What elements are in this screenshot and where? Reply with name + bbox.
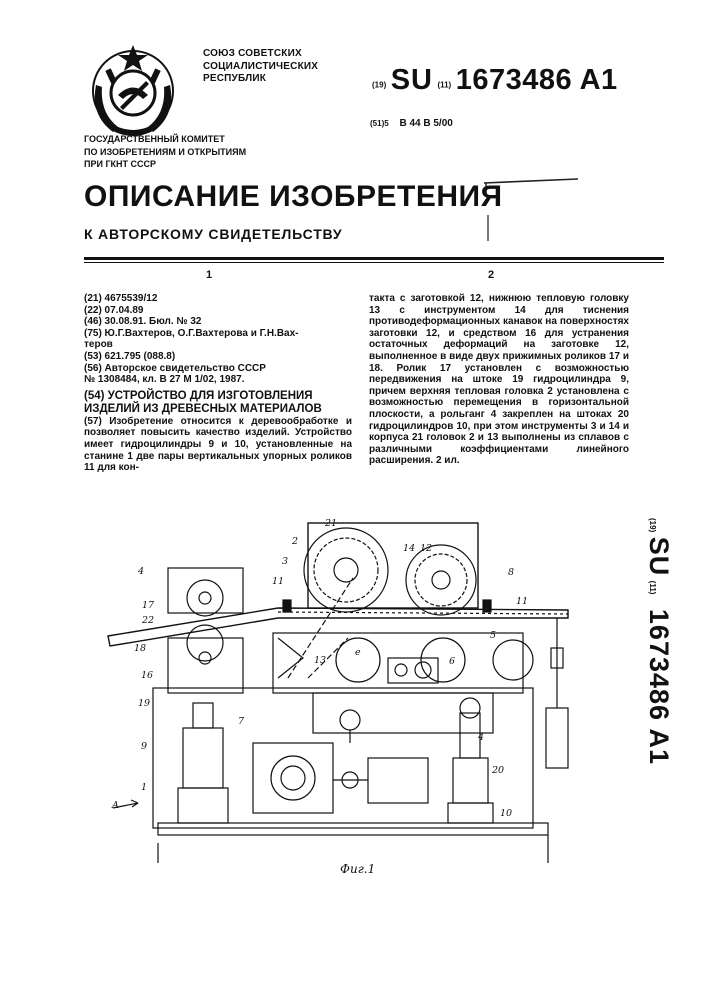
- biblio-udc: (53) 621.795 (088.8): [84, 351, 354, 363]
- figure-label: 2: [292, 536, 298, 547]
- union-name-line: РЕСПУБЛИК: [203, 73, 318, 86]
- figure-label: 6: [449, 656, 455, 667]
- figure-label: 8: [508, 567, 514, 578]
- figure-label: 11: [516, 596, 528, 607]
- patent-number: 1673486 A1: [644, 609, 674, 765]
- figure-label: e: [355, 647, 361, 658]
- figure-label: 4: [138, 566, 144, 577]
- invention-title: (54) УСТРОЙСТВО ДЛЯ ИЗГОТОВЛЕНИЯ: [84, 390, 354, 403]
- figure-label: 4: [478, 732, 484, 743]
- figure-label: 22: [142, 615, 154, 626]
- document-subtitle: К АВТОРСКОМУ СВИДЕТЕЛЬСТВУ: [84, 226, 342, 242]
- ipc-classification: (51)5 B 44 B 5/00: [370, 118, 453, 129]
- union-name-line: СОЦИАЛИСТИЧЕСКИХ: [203, 61, 318, 74]
- figure-label: 12: [420, 543, 432, 554]
- figure-label: 9: [141, 741, 147, 752]
- bibliographic-data: (21) 4675539/12 (22) 07.04.89 (46) 30.08…: [84, 293, 354, 474]
- figure-label: 10: [500, 808, 512, 819]
- biblio-inventors-cont: теров: [84, 339, 354, 351]
- device-drawing: [98, 518, 618, 878]
- abstract-col1: (57) Изобретение относится к деревообраб…: [84, 416, 352, 474]
- committee-line: ГОСУДАРСТВЕННЫЙ КОМИТЕТ: [84, 133, 246, 146]
- figure-label: 11: [272, 576, 284, 587]
- figure-label: 18: [134, 643, 146, 654]
- figure-label: 21: [325, 518, 337, 529]
- patent-number: 1673486 A1: [456, 64, 618, 96]
- biblio-publication-date: (46) 30.08.91. Бюл. № 32: [84, 316, 354, 328]
- country-code: SU: [391, 64, 433, 96]
- inid-code: (19): [372, 80, 386, 89]
- figure-label: 7: [238, 716, 244, 727]
- column-number-1: 1: [206, 269, 212, 281]
- figure-label: 16: [141, 670, 153, 681]
- biblio-references: (56) Авторское свидетельство СССР: [84, 363, 354, 375]
- figure-label: 3: [282, 556, 288, 567]
- figure-caption: Фиг.1: [340, 862, 375, 876]
- invention-title-cont: ИЗДЕЛИЙ ИЗ ДРЕВЕСНЫХ МАТЕРИАЛОВ: [84, 403, 354, 416]
- inid-code: (11): [437, 80, 451, 89]
- figure-label: 5: [490, 630, 496, 641]
- biblio-references-cont: № 1308484, кл. В 27 М 1/02, 1987.: [84, 374, 354, 386]
- patent-number-header: (19) SU (11) 1673486 A1: [372, 64, 618, 97]
- header-rule: [84, 257, 664, 265]
- abstract-col2: такта с заготовкой 12, нижнюю тепловую г…: [369, 293, 629, 467]
- committee-name: ГОСУДАРСТВЕННЫЙ КОМИТЕТ ПО ИЗОБРЕТЕНИЯМ …: [84, 133, 246, 171]
- biblio-filing-date: (22) 07.04.89: [84, 305, 354, 317]
- document-title: ОПИСАНИЕ ИЗОБРЕТЕНИЯ: [84, 180, 503, 214]
- figure-label: 14: [403, 543, 415, 554]
- figure-label: 1: [141, 782, 147, 793]
- column-number-2: 2: [488, 269, 494, 281]
- figure-label: 19: [138, 698, 150, 709]
- biblio-inventors: (75) Ю.Г.Вахтеров, О.Г.Вахтерова и Г.Н.В…: [84, 328, 354, 340]
- inid-code: (51)5: [370, 119, 389, 128]
- inid-code: (19): [648, 518, 657, 532]
- committee-line: ПО ИЗОБРЕТЕНИЯМ И ОТКРЫТИЯМ: [84, 146, 246, 159]
- inid-code: (11): [648, 581, 657, 595]
- side-patent-number: (19) SU (11) 1673486 A1: [636, 518, 680, 788]
- figure-label: 20: [492, 765, 504, 776]
- ipc-code: B 44 B 5/00: [399, 118, 452, 129]
- country-code: SU: [644, 537, 674, 577]
- ussr-emblem-icon: [78, 35, 188, 145]
- committee-line: ПРИ ГКНТ СССР: [84, 158, 246, 171]
- union-name-line: СОЮЗ СОВЕТСКИХ: [203, 48, 318, 61]
- union-name: СОЮЗ СОВЕТСКИХ СОЦИАЛИСТИЧЕСКИХ РЕСПУБЛИ…: [203, 48, 318, 86]
- figure-label: 17: [142, 600, 154, 611]
- figure-label: 13: [314, 655, 326, 666]
- figure-label: A: [112, 800, 119, 811]
- biblio-application-number: (21) 4675539/12: [84, 293, 354, 305]
